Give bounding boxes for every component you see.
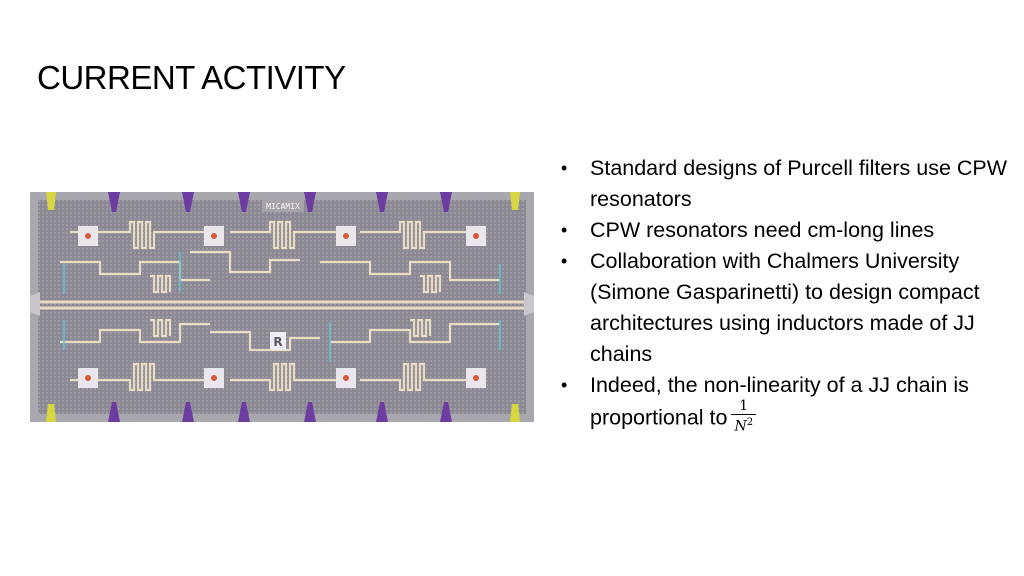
formula-denominator-wrap: N2: [731, 414, 757, 435]
formula-numerator: 1: [739, 398, 749, 414]
bullet-item: • Standard designs of Purcell filters use…: [558, 153, 1013, 215]
top-bond-pads: [46, 192, 520, 212]
resonators-bottom: [60, 318, 500, 392]
bullet-item: • Indeed, the non-linearity of a JJ chain…: [558, 370, 1013, 437]
qubits: [78, 226, 486, 388]
bullet-text: CPW resonators need cm-long lines: [590, 218, 935, 242]
cyan-traces: [63, 252, 501, 362]
bullet-text: Standard designs of Purcell filters use …: [590, 156, 1008, 211]
formula-exponent: 2: [746, 417, 754, 428]
bullet-dot: •: [561, 251, 568, 271]
chip-center-marker: [270, 332, 286, 350]
bullet-item: • Collaboration with Chalmers University …: [558, 246, 1013, 370]
chip-photo: MICAMIX R: [30, 192, 534, 422]
bullet-dot: •: [561, 158, 568, 178]
bullet-text: Indeed, the non-linearity of a JJ chain …: [590, 373, 969, 430]
resonators-top: [60, 220, 500, 294]
chip-label-box: [262, 200, 304, 212]
bullet-dot: •: [561, 220, 568, 240]
bullet-item: • CPW resonators need cm-long lines: [558, 215, 1013, 246]
bullet-text: Collaboration with Chalmers University (…: [590, 249, 980, 366]
chip-label: MICAMIX: [266, 202, 300, 211]
bullet-dot: •: [561, 375, 568, 395]
chip-center-glyph: R: [273, 335, 282, 349]
bullet-list: • Standard designs of Purcell filters use…: [558, 153, 1013, 437]
slide-title: CURRENT ACTIVITY: [37, 59, 346, 96]
formula-denominator: N: [734, 418, 747, 435]
feedline: [40, 300, 524, 310]
bottom-bond-pads: [46, 402, 520, 422]
